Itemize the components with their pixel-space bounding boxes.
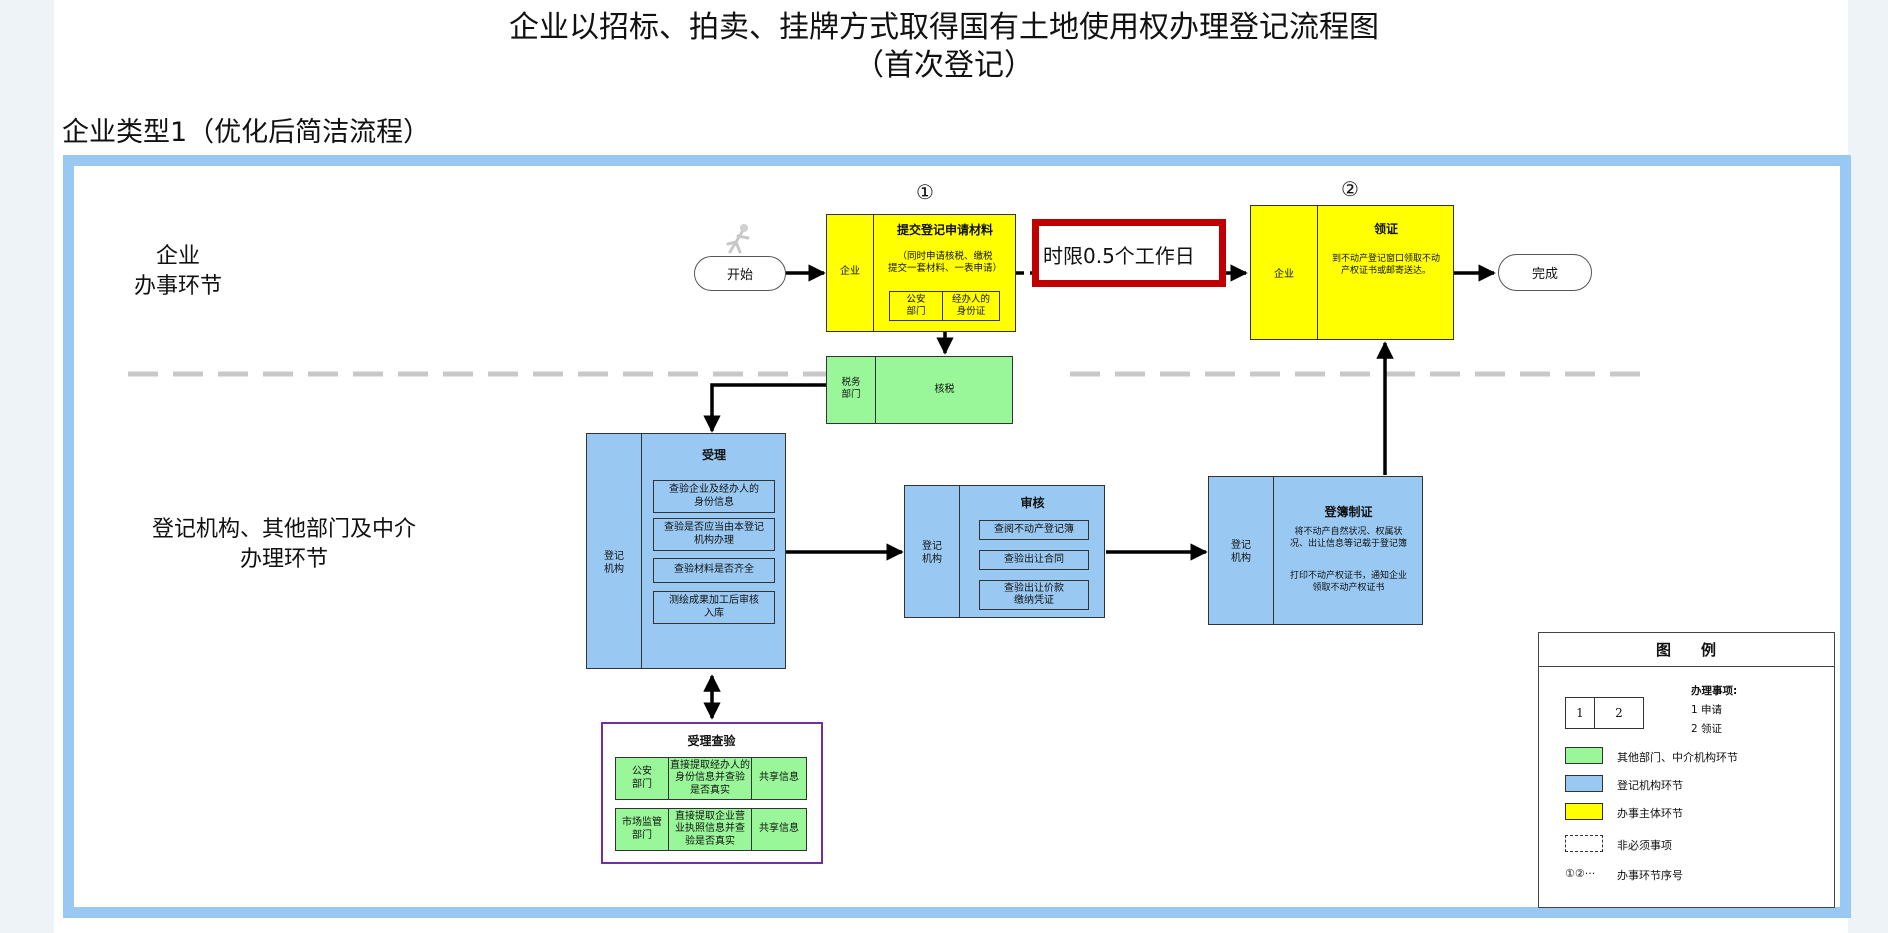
review-title: 审核 <box>1020 496 1045 510</box>
register-box: 登记机构 登簿制证 将不动产自然状况、权属状况、出让信息等记载于登记簿 打印不动… <box>1208 476 1423 625</box>
verify-row1-share: 共享信息 <box>751 757 807 800</box>
step1-submit-box: 企业 提交登记申请材料 （同时申请核税、缴税 提交一套材料、一表申请） 公安部门… <box>826 214 1016 332</box>
review-box: 登记机构 审核 查阅不动产登记簿 查验出让合同 查验出让价款缴纳凭证 <box>904 485 1105 618</box>
register-note-1: 将不动产自然状况、权属状况、出让信息等记载于登记簿 <box>1289 527 1407 549</box>
step-number-1: ① <box>916 180 934 204</box>
legend-seq-label: 办事环节序号 <box>1617 869 1683 882</box>
legend-items-label: 办理事项: <box>1691 685 1738 697</box>
accept-item-1: 查验企业及经办人的身份信息 <box>653 480 775 513</box>
verify-row2-desc: 直接提取企业营业执照信息并查验是否真实 <box>668 808 752 851</box>
legend-swatch-yellow <box>1565 803 1603 820</box>
step2-certificate-box: 企业 领证 到不动产登记窗口领取不动 产权证书或邮寄送达。 <box>1250 205 1454 340</box>
step1-title: 提交登记申请材料 <box>896 223 993 237</box>
runner-icon <box>726 224 750 254</box>
legend-box: 图 例 1 2 办理事项: 1 申请 2 领证 其他部门、中介机构环节 登记机构… <box>1538 632 1835 908</box>
legend-blue-label: 登记机构环节 <box>1617 779 1683 792</box>
legend-dashed-label: 非必须事项 <box>1617 839 1672 852</box>
tax-actor: 税务部门 <box>841 377 861 401</box>
step1-note-line: （同时申请核税、缴税 <box>897 251 993 262</box>
step2-note-line: 产权证书或邮寄送达。 <box>1340 265 1431 276</box>
tax-title: 核税 <box>934 384 955 395</box>
legend-item-certificate: 2 领证 <box>1691 723 1723 735</box>
legend-seq-symbol: ①②··· <box>1565 867 1596 880</box>
register-actor: 登记机构 <box>1231 540 1251 564</box>
accept-item-2: 查验是否应当由本登记机构办理 <box>653 518 775 551</box>
section-subtitle: 企业类型1（优化后简洁流程） <box>62 117 431 148</box>
step2-note-line: 到不动产登记窗口领取不动 <box>1331 254 1440 264</box>
arrow-tax-accept <box>703 383 826 433</box>
step2-title: 领证 <box>1373 222 1398 236</box>
step1-note-line: 提交一套材料、一表申请） <box>887 263 1002 275</box>
verify-row2-dept: 市场监管部门 <box>615 808 669 851</box>
step2-note: 到不动产登记窗口领取不动 产权证书或邮寄送达。 <box>1319 254 1453 277</box>
review-item-2: 查验出让合同 <box>979 550 1089 570</box>
start-node: 开始 <box>694 256 786 291</box>
register-note-2: 打印不动产权证书，通知企业领取不动产权证书 <box>1289 571 1407 593</box>
review-item-1: 查阅不动产登记簿 <box>979 520 1089 540</box>
step1-actor: 企业 <box>840 266 860 277</box>
step2-actor: 企业 <box>1274 269 1294 280</box>
lane-label-agency: 登记机构、其他部门及中介 办理环节 <box>124 515 444 574</box>
verify-row1-dept: 公安部门 <box>615 757 669 800</box>
legend-cell-1: 1 <box>1565 697 1595 729</box>
tax-box: 税务部门 核税 <box>826 356 1013 424</box>
step1-item-police: 公安部门 <box>889 291 943 321</box>
time-limit-label: 时限0.5个工作日 <box>1043 240 1195 269</box>
accept-box: 登记机构 受理 查验企业及经办人的身份信息 查验是否应当由本登记机构办理 查验材… <box>586 433 786 669</box>
step1-note: （同时申请核税、缴税 提交一套材料、一表申请） <box>875 251 1015 276</box>
accept-item-3: 查验材料是否齐全 <box>653 558 775 583</box>
legend-cell-2: 2 <box>1594 697 1644 729</box>
legend-item-apply: 1 申请 <box>1691 704 1723 716</box>
lane-label-line: 办理环节 <box>239 546 328 572</box>
verify-box: 受理查验 公安部门 直接提取经办人的身份信息并查验是否真实 共享信息 市场监管部… <box>601 722 823 864</box>
diagram-title-sub: （首次登记） <box>854 48 1034 83</box>
verify-row2-share: 共享信息 <box>751 808 807 851</box>
legend-swatch-green <box>1565 747 1603 764</box>
review-actor: 登记机构 <box>922 541 942 565</box>
legend-yellow-label: 办事主体环节 <box>1617 807 1683 820</box>
lane-label-enterprise: 企业 办事环节 <box>118 242 238 301</box>
finish-node: 完成 <box>1498 254 1592 291</box>
lane-label-line: 办事环节 <box>133 273 222 299</box>
accept-actor: 登记机构 <box>604 551 624 575</box>
register-title: 登簿制证 <box>1324 505 1373 519</box>
step-number-2: ② <box>1341 177 1359 201</box>
review-item-3: 查验出让价款缴纳凭证 <box>979 580 1089 610</box>
accept-item-4: 测绘成果加工后审核入库 <box>653 591 775 624</box>
accept-title: 受理 <box>701 448 726 462</box>
lane-label-line: 企业 <box>155 244 200 269</box>
legend-green-label: 其他部门、中介机构环节 <box>1617 751 1738 764</box>
legend-swatch-dashed <box>1565 835 1603 852</box>
step1-item-idcard: 经办人的身份证 <box>942 291 1000 321</box>
diagram-title: 企业以招标、拍卖、挂牌方式取得国有土地使用权办理登记流程图 <box>509 10 1379 45</box>
verify-title: 受理查验 <box>687 734 736 748</box>
legend-swatch-blue <box>1565 775 1603 792</box>
verify-row1-desc: 直接提取经办人的身份信息并查验是否真实 <box>668 757 752 800</box>
lane-label-line: 登记机构、其他部门及中介 <box>151 517 416 542</box>
legend-title: 图 例 <box>1655 641 1716 659</box>
